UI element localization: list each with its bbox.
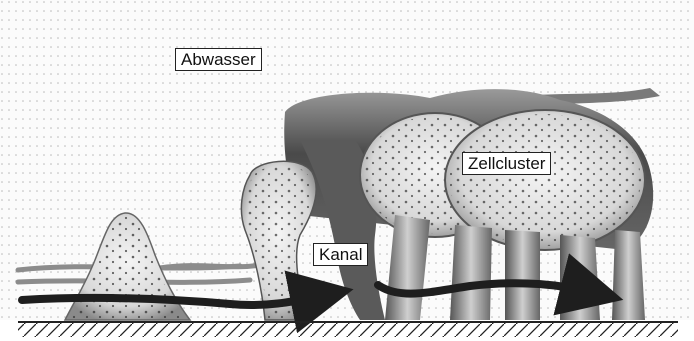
substrate-hatching (18, 323, 678, 337)
cluster-blob-right-dots (449, 114, 641, 246)
substrate-line (18, 321, 678, 323)
label-channel: Kanal (313, 243, 368, 266)
label-water: Abwasser (175, 48, 262, 71)
label-cell-cluster: Zellcluster (462, 152, 551, 175)
